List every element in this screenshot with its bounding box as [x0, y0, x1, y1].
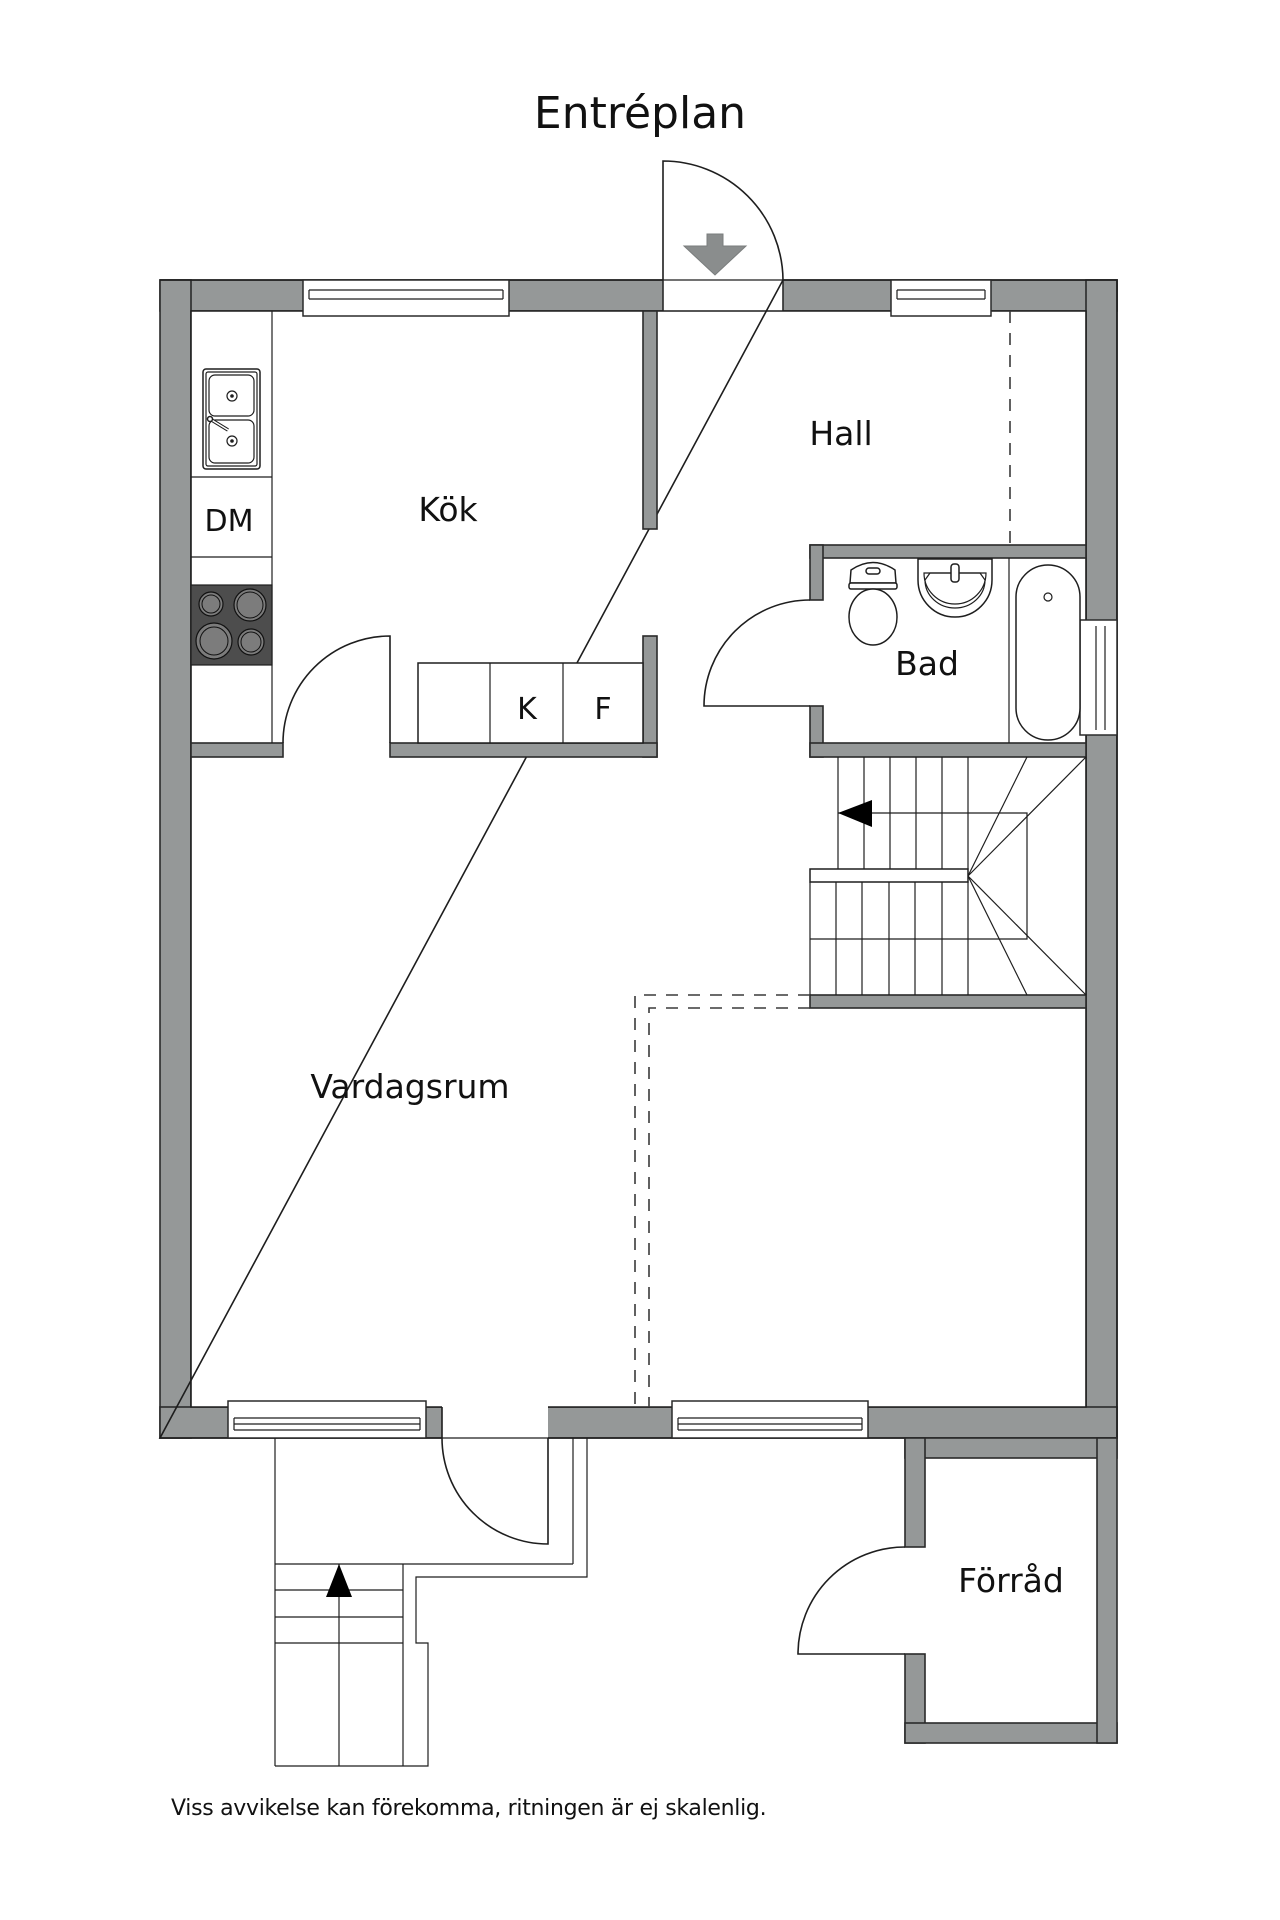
fridge-label: K — [517, 692, 538, 727]
living-zone-dashed-inner — [648, 1007, 810, 1407]
living-zone-dashed-outer — [634, 994, 810, 1407]
room-label-forrad: Förråd — [958, 1561, 1064, 1600]
floor-plan-title: Entréplan — [533, 88, 747, 139]
sink-icon — [202, 368, 261, 470]
toilet-icon — [848, 561, 898, 646]
disclaimer-text: Viss avvikelse kan förekomma, ritningen … — [171, 1796, 767, 1821]
staircase — [809, 756, 1087, 1009]
room-label-bad: Bad — [895, 644, 959, 683]
kok-hall-wall — [642, 310, 658, 758]
room-label-hall: Hall — [809, 414, 872, 453]
window-kok — [302, 279, 510, 317]
forrad-walls — [797, 1437, 1118, 1744]
kitchen-counter-bottom: K F — [417, 662, 644, 744]
window-bad — [1079, 619, 1118, 736]
exterior-steps — [274, 1438, 588, 1767]
washbasin-icon — [917, 558, 993, 618]
kitchen-counter: DM — [190, 311, 273, 743]
entrance-door — [662, 160, 784, 281]
patio-door — [441, 1405, 549, 1545]
window-vardagsrum-right — [671, 1400, 869, 1439]
room-label-vardagsrum: Vardagsrum — [310, 1067, 509, 1106]
window-hall — [890, 279, 992, 317]
stair-direction-arrow-icon — [838, 800, 872, 827]
outer-walls — [158, 279, 1118, 1439]
entrance-arrow-icon — [682, 233, 748, 276]
window-vardagsrum-left — [227, 1400, 427, 1439]
bathtub-icon — [1015, 564, 1081, 741]
steps-up-arrow-icon — [326, 1564, 352, 1597]
dishwasher-label: DM — [205, 504, 254, 539]
kok-bottom-wall — [190, 635, 658, 758]
bad-walls — [703, 544, 1087, 758]
stove-icon — [190, 584, 273, 666]
freezer-label: F — [594, 692, 611, 727]
room-label-kok: Kök — [418, 490, 478, 529]
